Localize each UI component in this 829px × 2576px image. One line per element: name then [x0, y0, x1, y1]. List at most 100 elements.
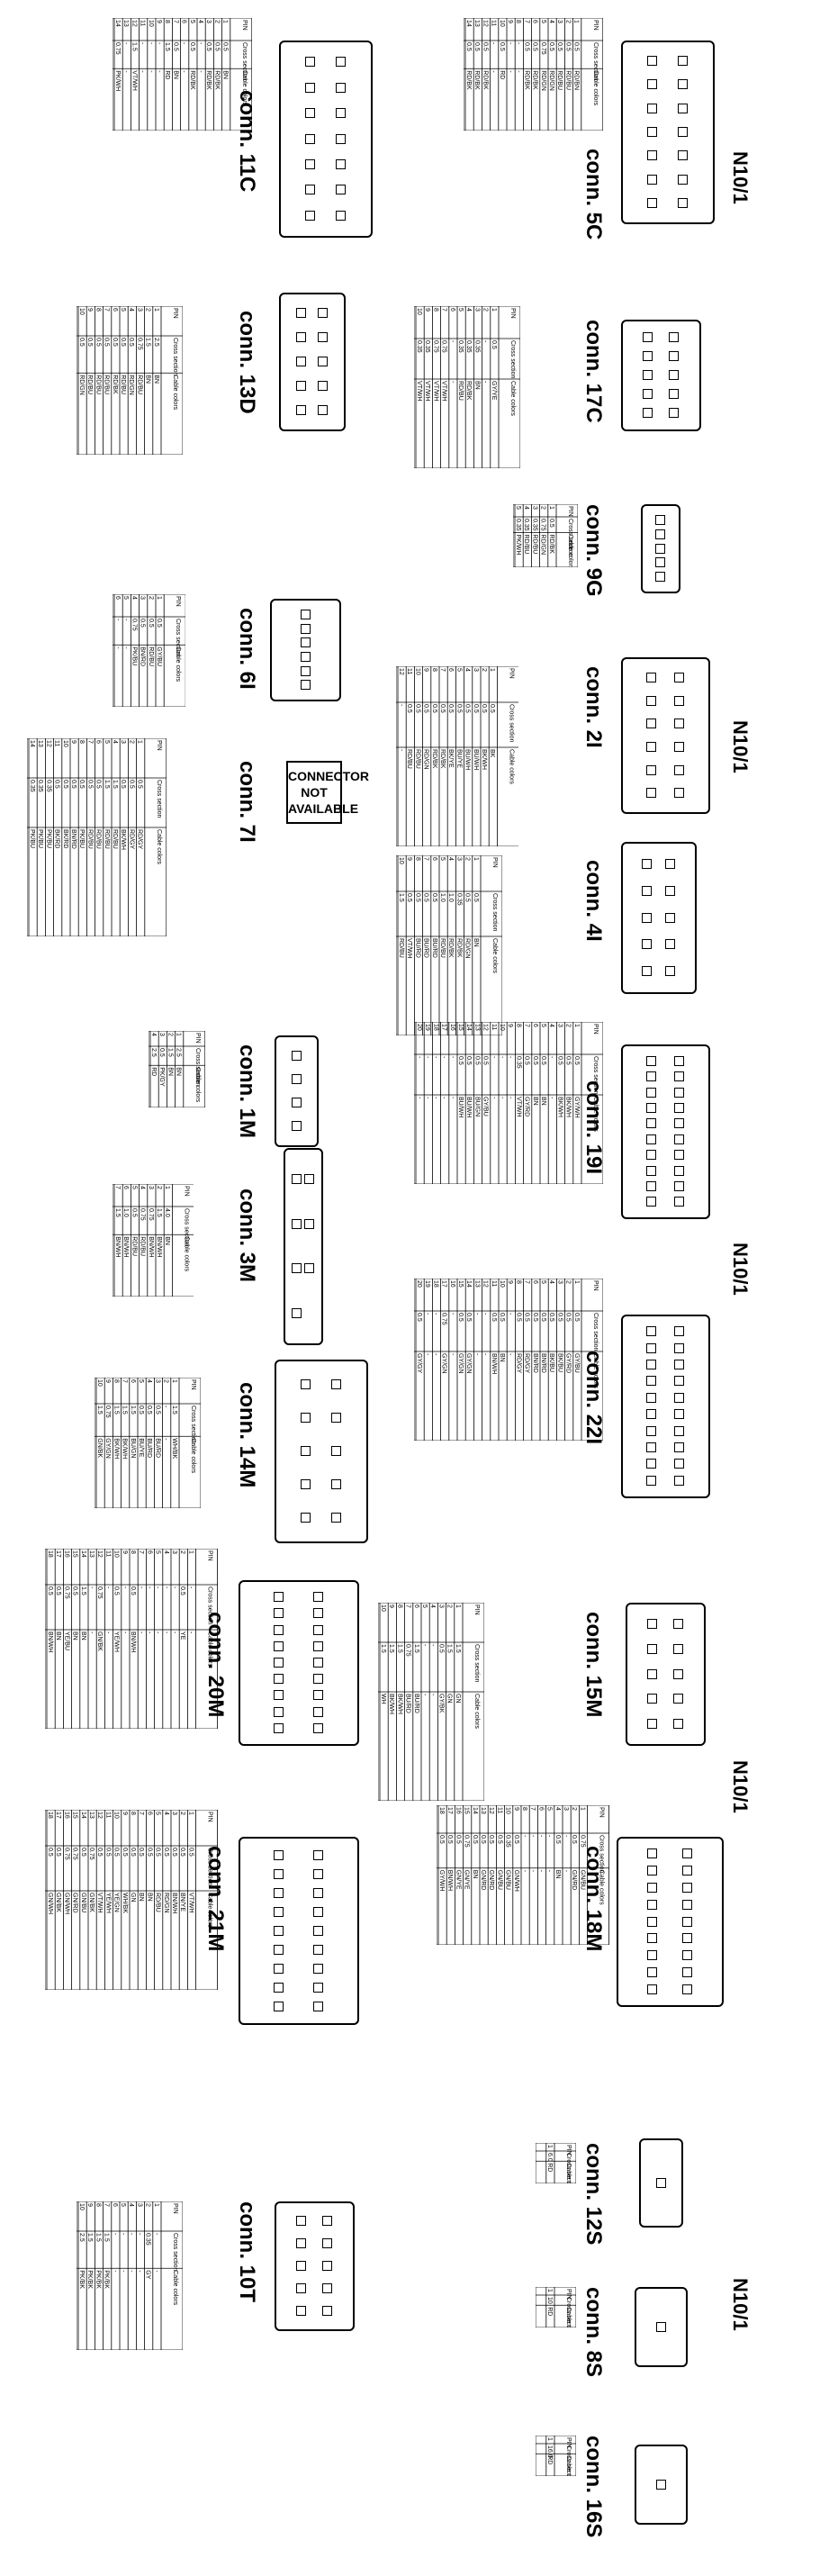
connector-drawing: [621, 320, 701, 431]
table-cell: RD: [164, 70, 170, 79]
section-label: N10/1: [729, 720, 752, 773]
table-cell: 16: [449, 1280, 455, 1288]
connector-pin: [274, 1906, 284, 1917]
connector-pin: [668, 370, 679, 380]
table-cell: 1: [546, 2289, 553, 2292]
table-header: Cable colors: [508, 749, 514, 784]
table-cell: -: [424, 1097, 430, 1099]
table-cell: 0.75: [140, 1208, 146, 1221]
table-cell: 1: [153, 2203, 159, 2207]
table-cell: 0.5: [205, 42, 212, 51]
table-cell: 0.5: [148, 619, 154, 628]
table-cell: WH: [380, 1694, 386, 1704]
connector-pin: [681, 1866, 692, 1876]
table-cell: 1.5: [86, 2233, 93, 2242]
table-cell: -: [153, 2270, 159, 2273]
connector-pin: [291, 1121, 302, 1131]
table-cell: 0.5: [499, 42, 505, 51]
connector-pin: [672, 1694, 683, 1704]
table-cell: 0.75: [579, 1835, 585, 1848]
table-cell: 0.5: [438, 1835, 445, 1844]
table-cell: 13: [473, 1280, 480, 1288]
table-cell: 0.35: [45, 780, 51, 792]
table-cell: 2: [213, 20, 220, 23]
table-cell: 18: [47, 1550, 53, 1558]
table-cell: 4: [146, 1379, 152, 1383]
table-cell: 3: [455, 857, 462, 861]
table-cell: 3: [154, 1379, 160, 1383]
table-cell: BK/WH: [396, 1694, 402, 1714]
table-cell: RD/BK: [213, 70, 220, 90]
table-cell: 3: [563, 1807, 569, 1811]
connector-pin: [317, 380, 328, 391]
table-cell: -: [122, 619, 129, 621]
connector-pin: [335, 108, 346, 119]
table-cell: 0.5: [481, 704, 487, 713]
table-cell: 1.5: [396, 1644, 402, 1653]
connector-pin: [674, 1118, 685, 1129]
table-cell: 1.5: [80, 1586, 86, 1595]
table-cell: 1.5: [114, 1208, 121, 1217]
table-cell: 10: [398, 857, 404, 864]
connector-pin: [645, 1392, 656, 1403]
connector-pin: [296, 2282, 307, 2293]
table-header: PIN: [194, 1033, 201, 1044]
table-cell: -: [140, 42, 146, 45]
table-cell: 16: [63, 1812, 69, 1819]
table-cell: BK/WH: [565, 1097, 572, 1117]
table-cell: 2.5: [153, 338, 159, 347]
table-cell: 3: [136, 2203, 142, 2207]
table-cell: BK: [489, 749, 495, 758]
table-cell: 0.5: [158, 1048, 165, 1057]
table-cell: RD/BU: [86, 829, 93, 849]
table-cell: 13: [88, 1812, 95, 1819]
table-cell: -: [148, 42, 154, 45]
table-cell: 0.75: [441, 1313, 447, 1325]
connector-pin: [305, 210, 316, 221]
connector-drawing: [279, 41, 373, 238]
table-cell: 0.35: [424, 340, 430, 353]
table-cell: 11: [140, 20, 146, 26]
table-cell: 18: [432, 1280, 438, 1288]
table-cell: -: [491, 1097, 497, 1099]
table-cell: PK/GY: [158, 1067, 165, 1087]
table-header: Cable colors: [491, 938, 498, 973]
table-header: Cable colors: [565, 2307, 572, 2327]
connector-pin: [674, 1087, 685, 1098]
table-cell: 12: [482, 20, 488, 27]
table-cell: 1.5: [455, 1644, 461, 1653]
table-cell: 0.5: [532, 42, 538, 51]
connector-pin: [312, 2001, 323, 2011]
table-cell: 3: [556, 1280, 563, 1284]
table-cell: 0.35: [457, 340, 464, 353]
connector-pin: [274, 1925, 284, 1936]
connector-pin: [674, 672, 685, 682]
table-cell: 1: [579, 1807, 585, 1811]
table-cell: -: [424, 1056, 430, 1059]
table-cell: 0.5: [565, 1313, 572, 1322]
table-cell: 9: [70, 740, 77, 744]
table-header: Cable colors: [509, 381, 516, 416]
table-cell: -: [491, 1056, 497, 1059]
table-cell: -: [482, 1313, 489, 1315]
table-header: PIN: [509, 308, 516, 319]
connector-pin: [305, 108, 316, 119]
table-cell: GN: [455, 1694, 461, 1704]
connector-pin: [647, 1916, 658, 1927]
table-cell: 12: [45, 740, 51, 747]
table-cell: 14: [80, 1812, 86, 1819]
connector-pin: [301, 1446, 311, 1456]
table-cell: 12: [482, 1024, 489, 1031]
connector-pin: [301, 1413, 311, 1424]
table-cell: 17: [441, 1024, 447, 1031]
table-cell: VT/WH: [515, 1097, 521, 1117]
table-cell: 8: [78, 740, 85, 744]
connector-drawing: [617, 1837, 724, 2007]
connector-pin: [321, 2216, 332, 2227]
table-cell: 12: [482, 1280, 489, 1288]
